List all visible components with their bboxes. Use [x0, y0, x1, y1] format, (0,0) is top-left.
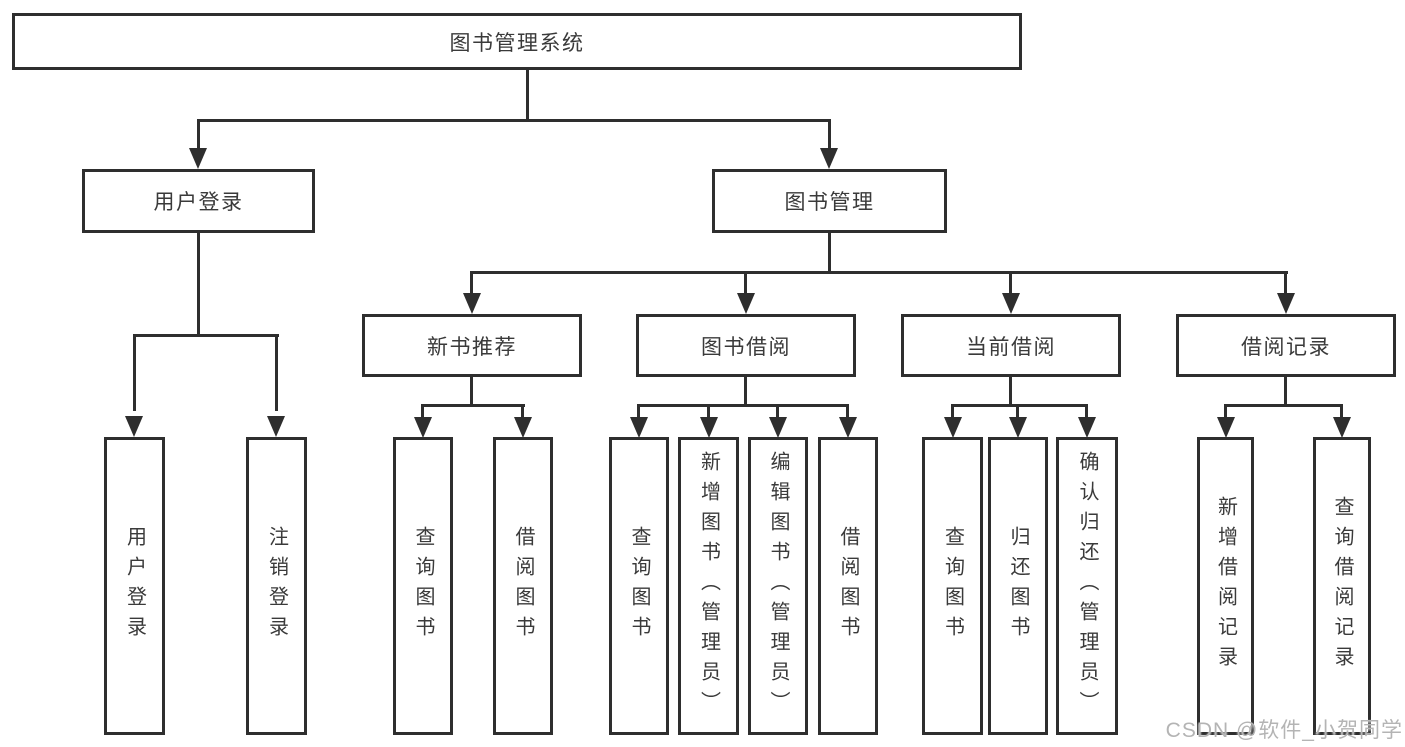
leaf-edit-books-admin: 编辑图书（管理员） — [748, 437, 808, 735]
leaf-query-books: 查询图书 — [609, 437, 669, 735]
connector-line — [197, 119, 831, 122]
leaf-confirm-return-admin: 确认归还（管理员） — [1056, 437, 1118, 735]
leaf-label: 查询图书 — [412, 526, 434, 646]
node-label: 图书借阅 — [701, 335, 791, 359]
connector-line — [1009, 274, 1012, 293]
node-book-borrowing: 图书借阅 — [636, 314, 856, 377]
leaf-add-books-admin: 新增图书（管理员） — [678, 437, 739, 735]
connector-line — [776, 406, 779, 418]
arrowhead-down — [1277, 293, 1295, 314]
node-library-management-system: 图书管理系统 — [12, 13, 1022, 70]
node-label: 新书推荐 — [427, 335, 517, 359]
node-user-login: 用户登录 — [82, 169, 315, 233]
arrowhead-down — [820, 148, 838, 169]
arrowhead-down — [189, 148, 207, 169]
node-label: 当前借阅 — [966, 335, 1056, 359]
leaf-label: 确认归还（管理员） — [1076, 451, 1098, 721]
node-label: 图书管理 — [784, 191, 875, 214]
connector-line — [951, 404, 1088, 407]
leaf-borrow-books: 借阅图书 — [493, 437, 553, 735]
connector-line — [521, 406, 524, 418]
csdn-watermark: CSDN @软件_小贺同学 — [1165, 719, 1403, 742]
node-borrowing-records: 借阅记录 — [1176, 314, 1396, 377]
arrowhead-down — [267, 416, 285, 437]
connector-line — [637, 404, 849, 407]
leaf-label: 用户登录 — [123, 526, 146, 646]
connector-line — [470, 274, 473, 293]
arrowhead-down — [1217, 417, 1235, 438]
leaf-user-login: 用户登录 — [104, 437, 165, 735]
leaf-label: 编辑图书（管理员） — [767, 451, 789, 721]
connector-line — [133, 334, 279, 337]
node-current-borrowing: 当前借阅 — [901, 314, 1121, 377]
connector-line — [470, 271, 1288, 274]
arrowhead-down — [1333, 417, 1351, 438]
node-new-book-recommendation: 新书推荐 — [362, 314, 582, 377]
node-label: 图书管理系统 — [449, 31, 585, 55]
arrowhead-down — [944, 417, 962, 438]
leaf-label: 查询借阅记录 — [1331, 496, 1353, 676]
arrowhead-down — [125, 416, 143, 437]
arrowhead-down — [737, 293, 755, 314]
connector-line — [951, 406, 954, 418]
connector-line — [637, 406, 640, 418]
connector-line — [421, 404, 525, 407]
arrowhead-down — [1009, 417, 1027, 438]
leaf-label: 借阅图书 — [512, 526, 534, 646]
arrowhead-down — [700, 417, 718, 438]
connector-line — [133, 337, 136, 411]
leaf-label: 借阅图书 — [837, 526, 859, 646]
leaf-query-books: 查询图书 — [393, 437, 453, 735]
arrowhead-down — [769, 417, 787, 438]
connector-line — [470, 377, 473, 407]
leaf-label: 新增借阅记录 — [1214, 496, 1237, 676]
leaf-label: 查询图书 — [628, 526, 650, 646]
connector-line — [275, 337, 278, 411]
node-label: 用户登录 — [153, 191, 244, 214]
leaf-logout: 注销登录 — [246, 437, 307, 735]
connector-line — [1224, 404, 1343, 407]
leaf-label: 归还图书 — [1007, 526, 1029, 646]
connector-line — [707, 406, 710, 418]
arrowhead-down — [630, 417, 648, 438]
connector-line — [828, 122, 831, 148]
connector-line — [1085, 406, 1088, 418]
leaf-label: 新增图书（管理员） — [697, 451, 720, 721]
leaf-add-borrow-record: 新增借阅记录 — [1197, 437, 1254, 735]
connector-line — [1016, 406, 1019, 418]
node-label: 借阅记录 — [1241, 335, 1331, 359]
leaf-label: 查询图书 — [941, 526, 964, 646]
arrowhead-down — [463, 293, 481, 314]
arrowhead-down — [514, 417, 532, 438]
arrowhead-down — [414, 417, 432, 438]
arrowhead-down — [1002, 293, 1020, 314]
connector-line — [526, 70, 529, 119]
connector-line — [197, 122, 200, 148]
connector-line — [1009, 377, 1012, 407]
connector-line — [421, 406, 424, 418]
arrowhead-down — [1078, 417, 1096, 438]
connector-line — [1284, 274, 1287, 293]
arrowhead-down — [839, 417, 857, 438]
leaf-borrow-books: 借阅图书 — [818, 437, 878, 735]
connector-line — [744, 377, 747, 407]
connector-line — [828, 233, 831, 272]
leaf-query-books: 查询图书 — [922, 437, 983, 735]
connector-line — [744, 274, 747, 293]
connector-line — [846, 406, 849, 418]
connector-line — [1224, 406, 1227, 418]
connector-line — [197, 233, 200, 335]
leaf-return-books: 归还图书 — [988, 437, 1048, 735]
connector-line — [1284, 377, 1287, 407]
connector-line — [1340, 406, 1343, 418]
node-book-management: 图书管理 — [712, 169, 947, 233]
leaf-label: 注销登录 — [265, 526, 288, 646]
leaf-query-borrow-record: 查询借阅记录 — [1313, 437, 1371, 735]
